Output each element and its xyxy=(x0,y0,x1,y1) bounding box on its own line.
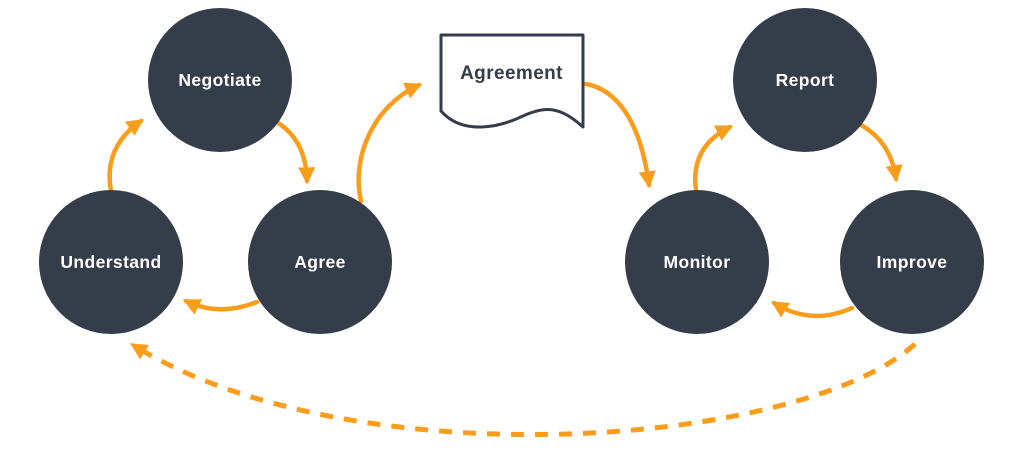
node-negotiate: Negotiate xyxy=(148,8,292,152)
node-monitor: Monitor xyxy=(625,190,769,334)
arrow-negotiate-to-agree xyxy=(272,118,316,185)
node-improve-label: Improve xyxy=(876,251,948,272)
agreement-document-shape xyxy=(439,33,585,129)
node-negotiate-label: Negotiate xyxy=(178,69,262,90)
arrow-monitor-to-report xyxy=(693,124,734,193)
node-agree-label: Agree xyxy=(294,251,346,272)
arrow-agreement-to-monitor xyxy=(583,81,656,189)
node-monitor-label: Monitor xyxy=(663,251,731,272)
node-agreement-label: Agreement xyxy=(460,63,563,84)
node-understand-label: Understand xyxy=(60,251,162,272)
node-agree: Agree xyxy=(248,190,392,334)
arrow-improve-to-monitor xyxy=(771,300,855,319)
node-agreement: Agreement xyxy=(440,35,583,113)
arrow-agree-to-understand xyxy=(182,298,260,315)
node-improve: Improve xyxy=(840,190,984,334)
arrow-report-to-improve xyxy=(858,122,903,183)
arrow-improve-to-understand-dashed xyxy=(130,342,917,438)
node-understand: Understand xyxy=(39,190,183,334)
node-report: Report xyxy=(733,8,877,152)
node-report-label: Report xyxy=(775,69,835,90)
arrow-agree-to-agreement xyxy=(356,82,423,204)
arrow-understand-to-negotiate xyxy=(107,118,144,194)
